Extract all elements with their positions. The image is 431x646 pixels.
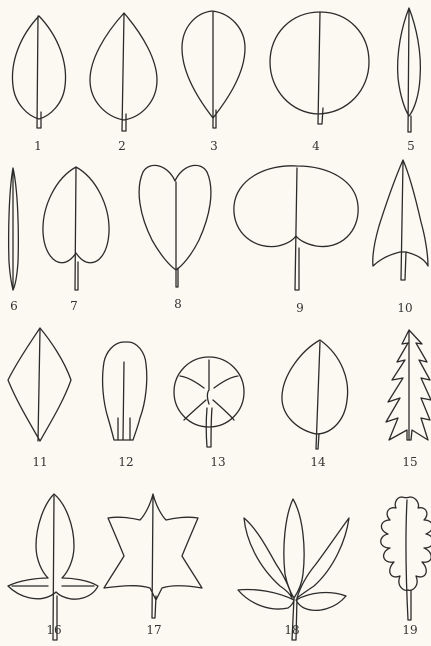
- leaf-2-midrib: [122, 14, 126, 131]
- figure-number-6: 6: [10, 299, 18, 313]
- leaf-figure-16: 16: [8, 494, 98, 640]
- figure-number-8: 8: [174, 297, 182, 311]
- leaf-13-veins: [180, 360, 238, 420]
- leaf-figure-3: 3: [182, 11, 245, 153]
- leaf-figure-8: 8: [139, 165, 211, 311]
- figure-number-11: 11: [32, 455, 47, 469]
- leaf-figure-15: 15: [386, 330, 431, 469]
- leaf-figure-6: 6: [9, 168, 19, 313]
- leaf-14-blade: [282, 340, 348, 434]
- leaf-10-blade: [373, 160, 428, 266]
- leaf-figure-4: 4: [270, 12, 369, 153]
- leaf-9-midrib: [295, 168, 299, 290]
- leaf-figure-17: 17: [104, 494, 202, 637]
- figure-number-19: 19: [402, 623, 417, 637]
- leaf-1-blade: [12, 16, 65, 119]
- leaf-figure-11: 11: [8, 328, 71, 469]
- figure-number-15: 15: [402, 455, 417, 469]
- leaf-figure-9: 9: [234, 166, 358, 315]
- leaf-figure-14: 14: [282, 340, 348, 469]
- figure-number-18: 18: [284, 623, 299, 637]
- leaf-figure-13: 13: [174, 357, 244, 469]
- figure-number-3: 3: [210, 139, 218, 153]
- leaf-12-blade: [103, 342, 147, 440]
- leaf-10-midrib: [401, 162, 406, 280]
- leaf-figure-7: 7: [43, 167, 109, 313]
- leaf-figure-1: 1: [12, 16, 65, 153]
- figure-number-9: 9: [296, 301, 304, 315]
- leaf-12-midrib: [118, 362, 130, 440]
- leaf-figure-10: 10: [373, 160, 428, 315]
- leaf-figure-19: 19: [381, 497, 431, 637]
- leaf-16-midrib: [12, 496, 94, 640]
- leaf-18-lower-right-lobe: [296, 593, 346, 611]
- leaf-figure-18: 18: [238, 499, 349, 640]
- leaf-3-midrib: [213, 12, 216, 128]
- leaf-11-midrib: [38, 330, 40, 441]
- leaf-14-midrib: [316, 342, 320, 449]
- leaf-17-midrib: [152, 496, 156, 618]
- figure-number-13: 13: [210, 455, 225, 469]
- leaf-figure-5: 5: [398, 8, 421, 153]
- figure-number-4: 4: [312, 139, 320, 153]
- figure-number-5: 5: [407, 139, 415, 153]
- leaf-18-right-lobe: [297, 518, 349, 598]
- leaf-19-midrib: [406, 500, 411, 620]
- leaf-4-midrib: [318, 12, 323, 124]
- leaf-18-lower-left-lobe: [238, 589, 294, 609]
- figure-number-7: 7: [70, 299, 78, 313]
- leaf-figure-12: 12: [103, 342, 147, 469]
- figure-number-10: 10: [397, 301, 412, 315]
- figure-number-17: 17: [146, 623, 161, 637]
- leaf-7-midrib: [75, 168, 78, 290]
- leaf-8-blade: [139, 165, 211, 270]
- leaf-8-midrib: [176, 182, 178, 287]
- figure-number-16: 16: [46, 623, 61, 637]
- figure-number-12: 12: [118, 455, 133, 469]
- leaf-figure-2: 2: [90, 13, 157, 153]
- figure-number-14: 14: [310, 455, 326, 469]
- leaf-1-midrib: [37, 16, 41, 128]
- figure-number-1: 1: [34, 139, 42, 153]
- figure-number-2: 2: [118, 139, 126, 153]
